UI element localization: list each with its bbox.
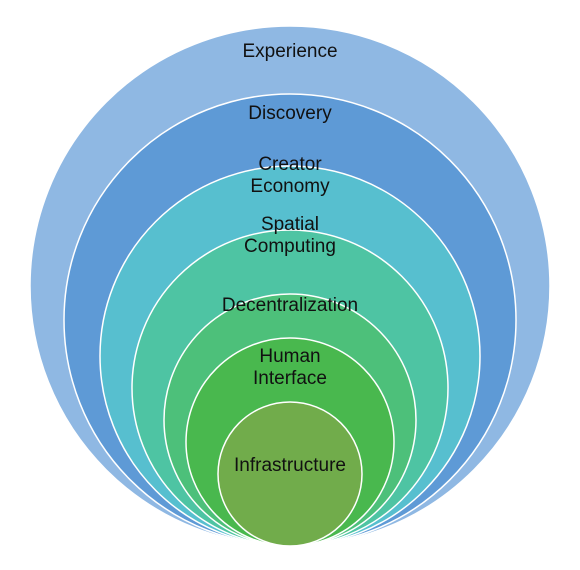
layer-label-1-line-0: Discovery [248, 103, 332, 124]
layer-label-2-line-0: Creator [258, 154, 322, 175]
layer-label-0-line-0: Experience [242, 41, 337, 62]
layer-label-2-line-1: Economy [250, 176, 330, 197]
layer-label-5-line-0: Human [259, 346, 320, 367]
layer-label-4-line-0: Decentralization [222, 295, 358, 316]
layer-label-5-line-1: Interface [253, 368, 327, 389]
layer-label-3-line-1: Computing [244, 236, 336, 257]
layer-circle-6 [217, 401, 363, 547]
layer-label-6-line-0: Infrastructure [234, 455, 346, 476]
layer-label-3-line-0: Spatial [261, 214, 319, 235]
